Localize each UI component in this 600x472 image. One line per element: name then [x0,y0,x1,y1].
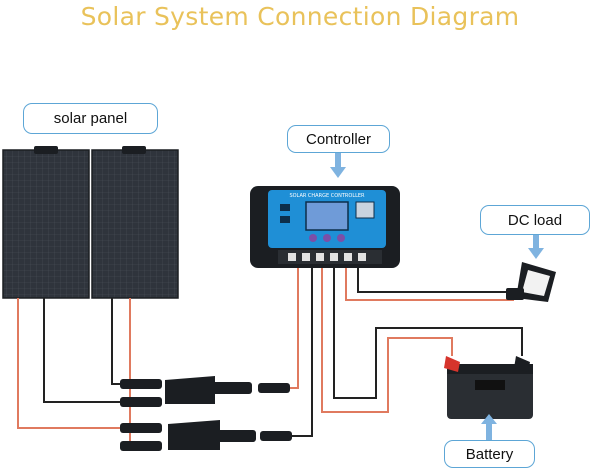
battery [444,356,533,419]
dc-load-label: DC load [480,205,590,235]
battery-arrow [481,414,497,440]
battery-label: Battery [444,440,535,468]
controller-input-wires [290,268,313,437]
controller-label: Controller [287,125,390,153]
solar-panel-label: solar panel [23,103,158,134]
page-title: Solar System Connection Diagram [80,2,520,31]
controller-arrow [330,152,346,178]
solar-panel-right [91,146,179,299]
load-wires [345,268,514,301]
mc4-connectors [120,376,292,451]
charge-controller: SOLAR CHARGE CONTROLLER [250,186,400,268]
battery-wires [321,268,523,413]
solar-panel-left [2,146,90,299]
dc-load-lamp [506,262,556,302]
controller-screen-text: SOLAR CHARGE CONTROLLER [289,193,365,199]
dc-load-arrow [528,234,544,259]
panel-wires [17,298,131,447]
